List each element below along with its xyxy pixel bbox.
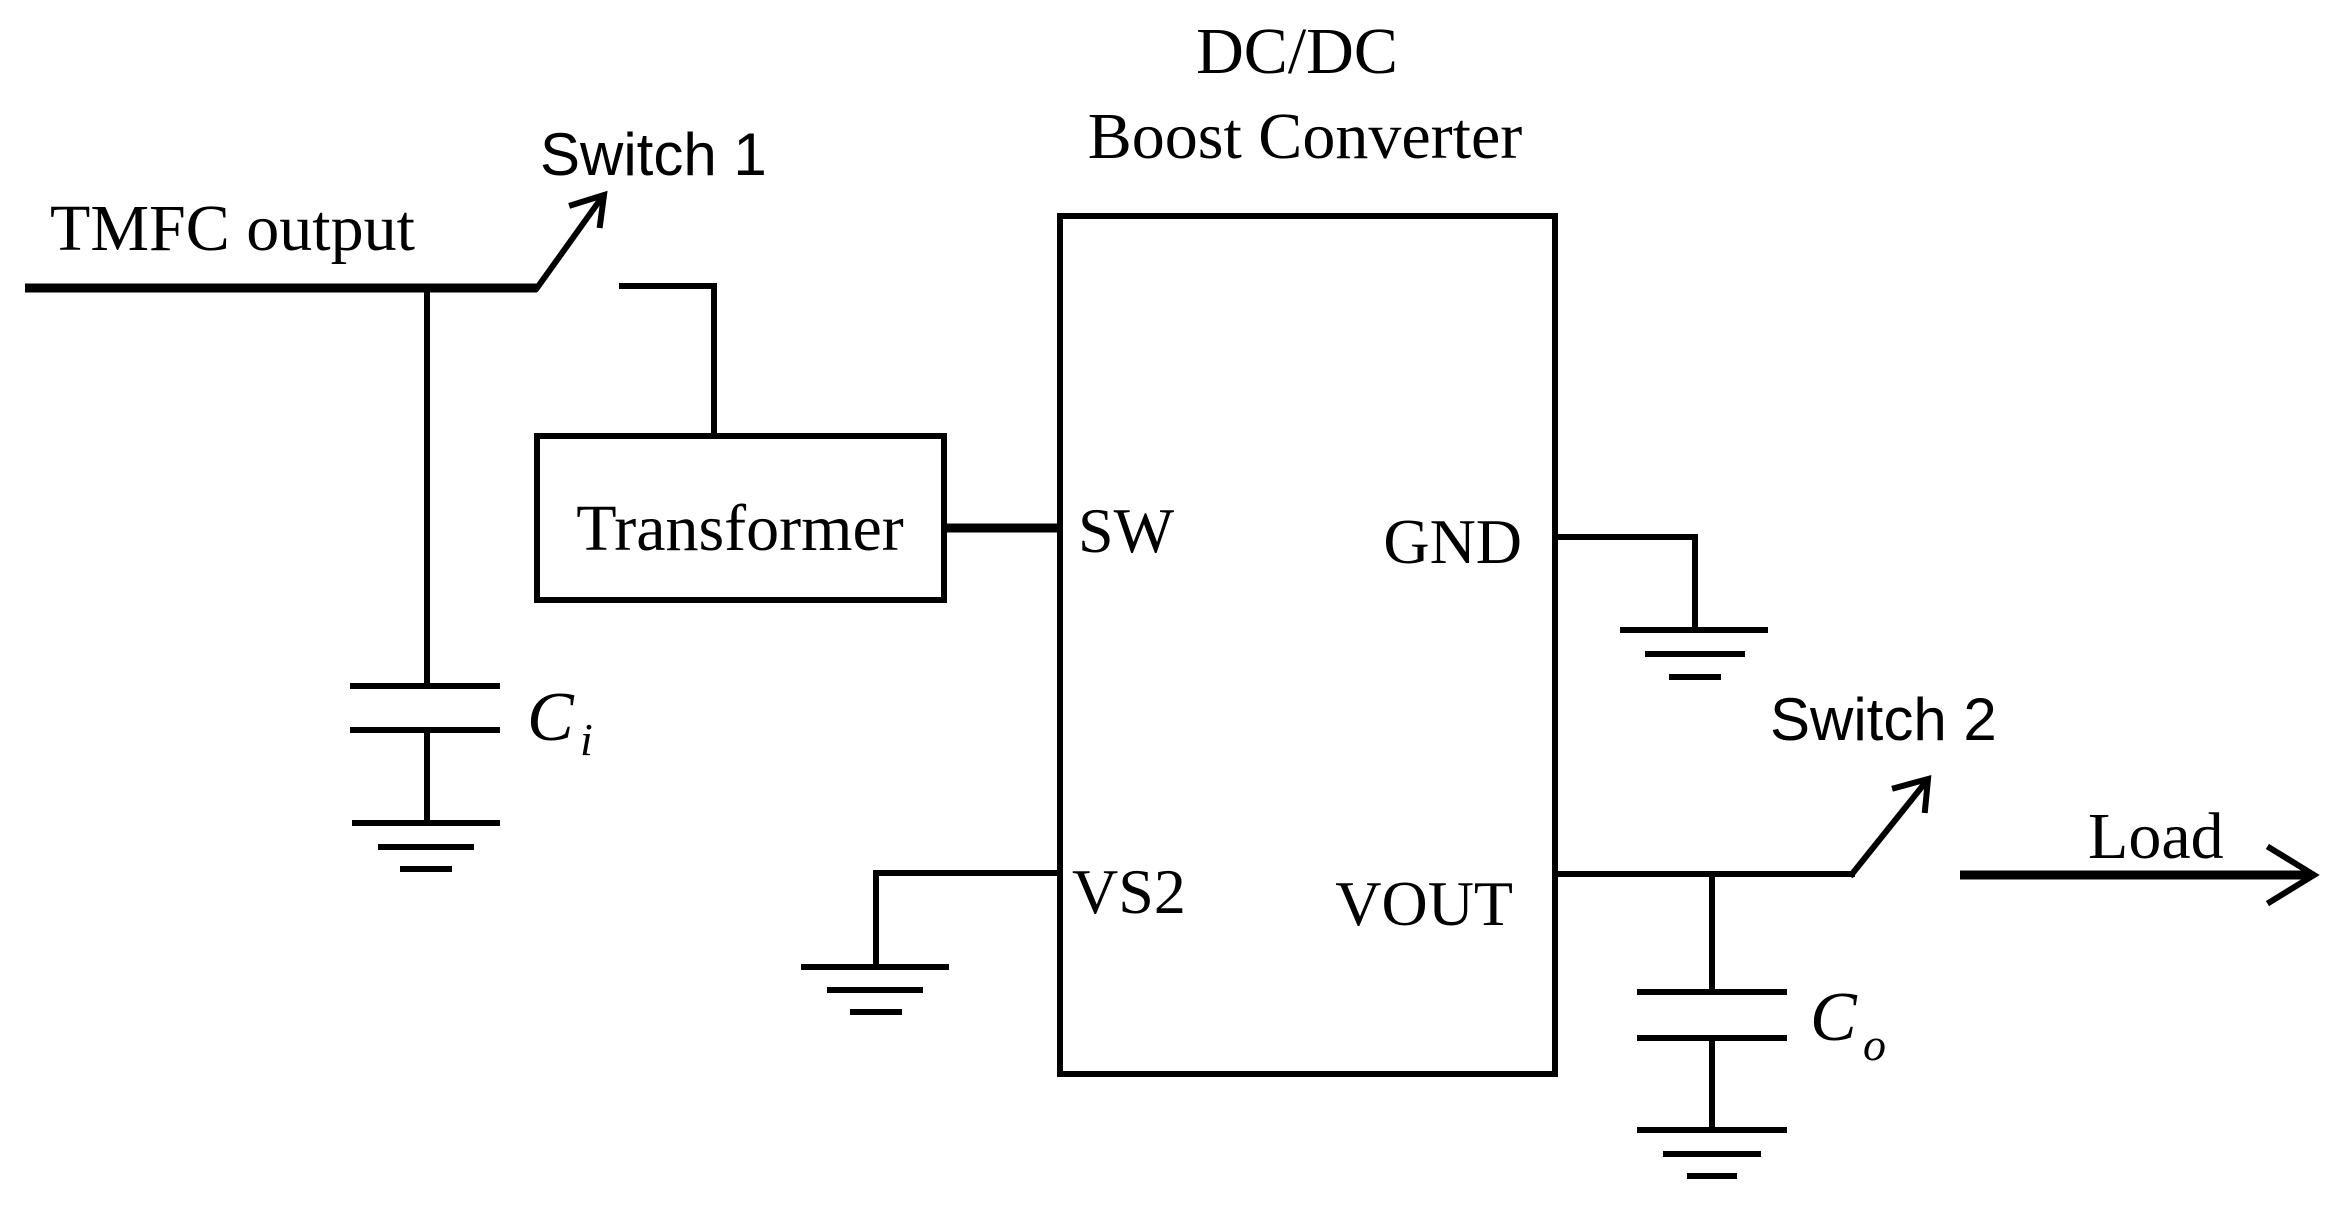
- cap-out-symbol: C: [1810, 979, 1858, 1056]
- switch2: [1847, 774, 1932, 879]
- switch1: [532, 190, 717, 439]
- pin-gnd-label: GND: [1383, 506, 1522, 577]
- converter-box: [1057, 213, 1558, 1077]
- load-arrow-icon: [1960, 843, 2320, 907]
- pin-vs2-label: VS2: [1072, 856, 1186, 927]
- ground-icon: [1620, 627, 1768, 680]
- ground-icon: [1637, 1127, 1787, 1179]
- switch2-label: Switch 2: [1770, 686, 1997, 753]
- cap-in-symbol: C: [527, 679, 575, 756]
- gnd-wire: [1552, 534, 1698, 633]
- ground-icon: [801, 964, 949, 1015]
- load-label: Load: [2088, 800, 2224, 873]
- output-capacitor: [1637, 871, 1787, 1133]
- pin-sw-label: SW: [1078, 495, 1175, 566]
- vs2-wire: [873, 870, 1063, 970]
- transformer-label: Transformer: [576, 492, 904, 565]
- pin-vout-label: VOUT: [1335, 868, 1513, 939]
- cap-out-subscript: o: [1863, 1019, 1886, 1070]
- converter-title-line2: Boost Converter: [1088, 100, 1522, 173]
- transformer-box: [534, 433, 947, 603]
- converter-title-line1: DC/DC: [1196, 15, 1398, 88]
- cap-in-subscript: i: [580, 714, 593, 765]
- switch1-label: Switch 1: [540, 121, 767, 188]
- tmfc-output-label: TMFC output: [50, 192, 415, 265]
- input-capacitor: [350, 285, 500, 826]
- ground-icon: [352, 820, 500, 872]
